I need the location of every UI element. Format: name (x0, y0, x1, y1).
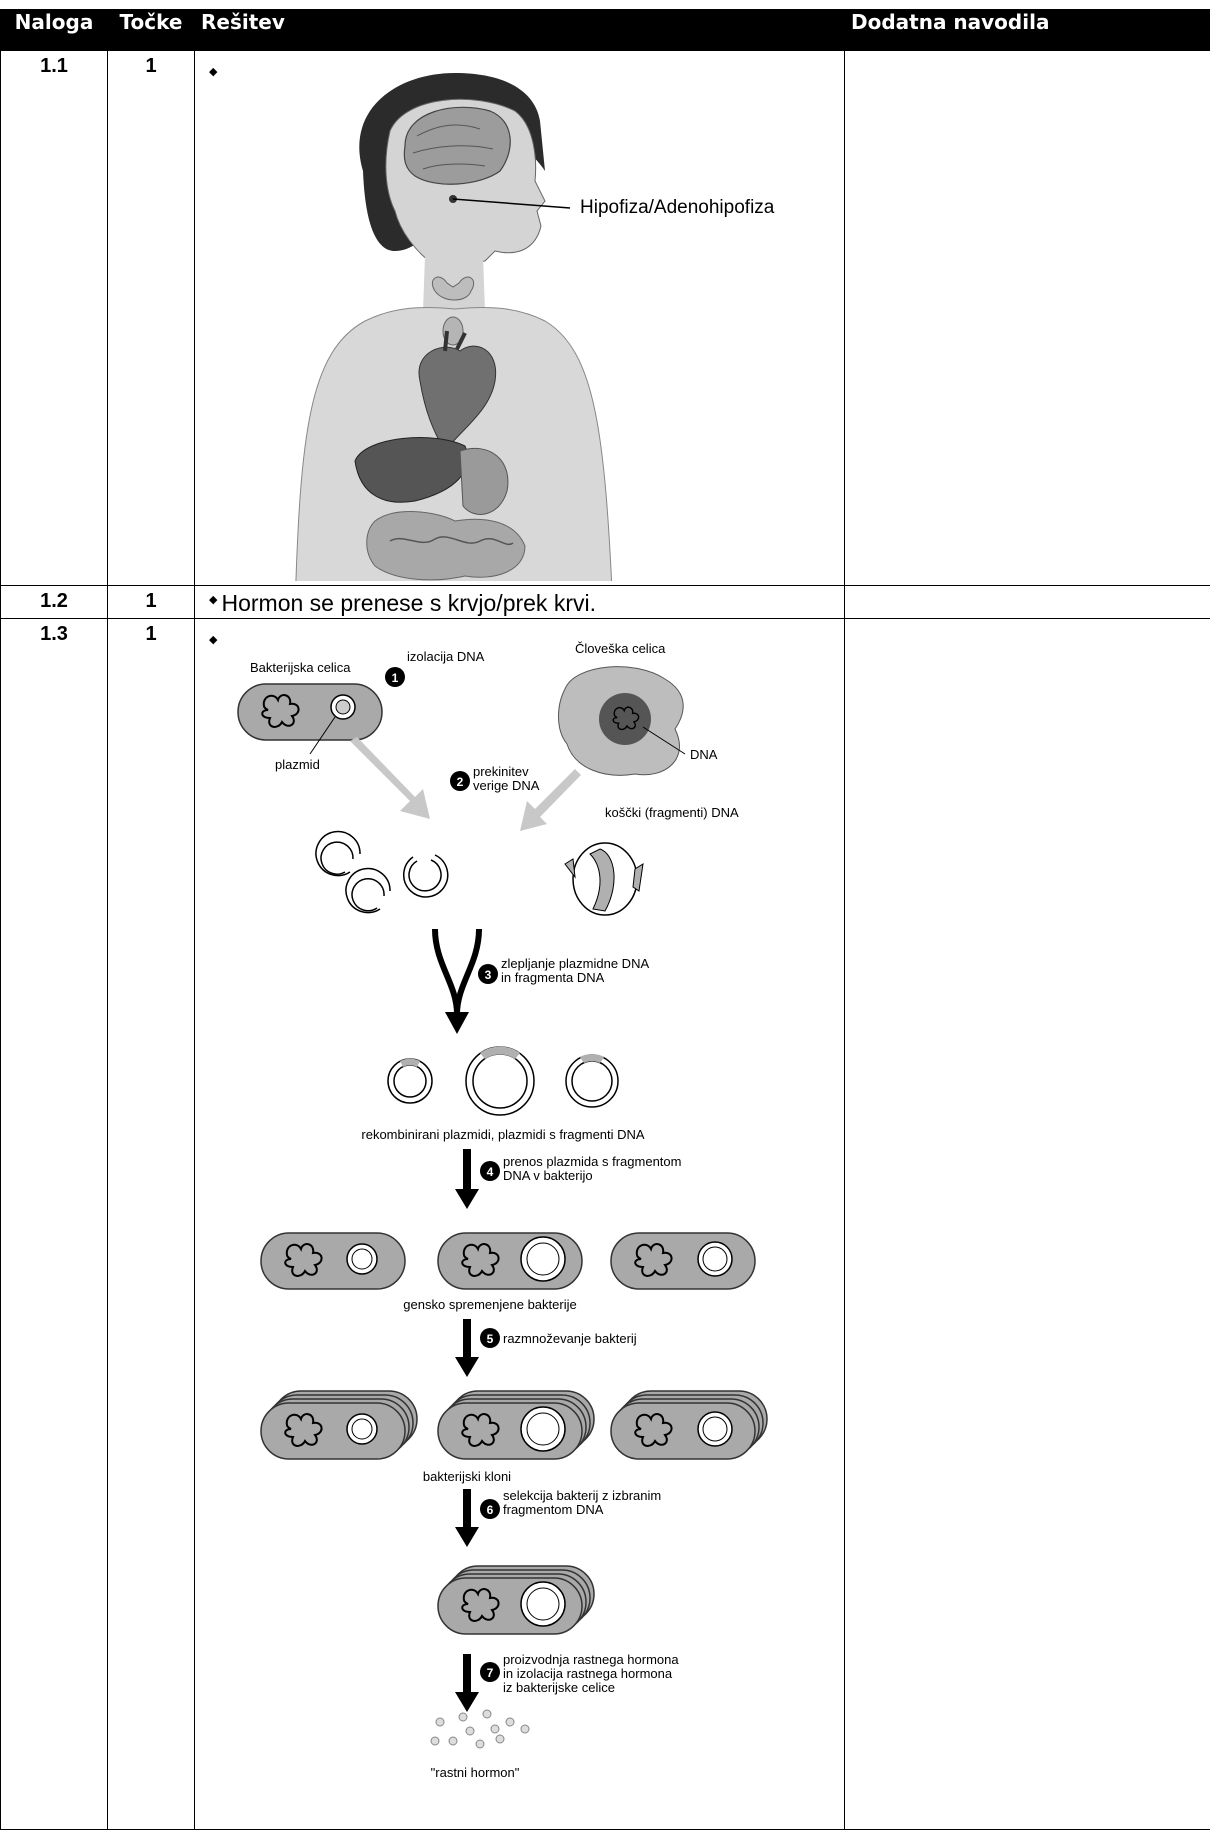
step-5-text: razmnoževanje bakterij (503, 1331, 637, 1346)
step-7-text-3: iz bakterijske celice (503, 1680, 615, 1695)
svg-text:7: 7 (487, 1666, 494, 1680)
svg-text:2: 2 (457, 775, 464, 789)
task-points: 1 (108, 51, 195, 586)
fragments-label: koščki (fragmenti) DNA (605, 805, 739, 820)
notes-cell (845, 51, 1210, 586)
step-4-text-1: prenos plazmida s fragmentom (503, 1154, 681, 1169)
modified-bacterium (261, 1233, 405, 1289)
step-7-text-2: in izolacija rastnega hormona (503, 1666, 673, 1681)
clones-label: bakterijski kloni (423, 1469, 511, 1484)
plasmid-label: plazmid (275, 757, 320, 772)
notes-cell (845, 586, 1210, 619)
task-number: 1.1 (1, 51, 108, 586)
header-solution: Rešitev (195, 10, 845, 51)
task-points: 1 (108, 586, 195, 619)
recombined-label: rekombinirani plazmidi, plazmidi s fragm… (361, 1127, 645, 1142)
step-6-text-2: fragmentom DNA (503, 1502, 604, 1517)
answer-value: Hormon se prenese s krvjo/prek krvi. (221, 590, 596, 616)
table-row: 1.2 1 ◆ Hormon se prenese s krvjo/prek kr… (1, 586, 1210, 619)
header-task: Naloga (1, 10, 108, 51)
answer-text: ◆ Hormon se prenese s krvjo/prek krvi. (209, 590, 596, 617)
step-2-text-2: verige DNA (473, 778, 540, 793)
pituitary-label: Hipofiza/Adenohipofiza (580, 197, 775, 218)
task-number: 1.3 (1, 619, 108, 1830)
step-7-text-1: proizvodnja rastnega hormona (503, 1652, 679, 1667)
header-points: Točke (108, 10, 195, 51)
step-3-text-1: zlepljanje plazmidne DNA (501, 956, 649, 971)
svg-text:1: 1 (392, 671, 399, 685)
step-2-text-1: prekinitev (473, 764, 529, 779)
table-row: 1.1 1 ◆ (1, 51, 1210, 586)
selected-clone (438, 1566, 594, 1634)
dna-label: DNA (690, 747, 718, 762)
task-number: 1.2 (1, 586, 108, 619)
bullet-icon: ◆ (209, 594, 217, 606)
body-illustration: Hipofiza/Adenohipofiza (195, 51, 845, 581)
step-4-text-2: DNA v bakterijo (503, 1168, 593, 1183)
step-1-text: izolacija DNA (407, 649, 485, 664)
notes-cell (845, 619, 1210, 1830)
svg-text:3: 3 (485, 968, 492, 982)
hormone-molecules (431, 1710, 529, 1748)
svg-text:4: 4 (487, 1165, 494, 1179)
arrow-icon (350, 737, 430, 819)
modified-bacterium (611, 1233, 755, 1289)
solution-table: Naloga Točke Rešitev Dodatna navodila 1.… (0, 9, 1210, 1830)
table-row: 1.3 1 ◆ Bakterijska celica Človeška celi… (1, 619, 1210, 1830)
header-notes: Dodatna navodila (845, 10, 1210, 51)
bacterial-clones (261, 1391, 767, 1459)
step-3-text-2: in fragmenta DNA (501, 970, 605, 985)
solution-cell: ◆ (195, 51, 845, 586)
svg-text:5: 5 (487, 1332, 494, 1346)
modified-bacteria-label: gensko spremenjene bakterije (403, 1297, 576, 1312)
growth-hormone-label: "rastni hormon" (431, 1765, 520, 1780)
solution-cell: ◆ Hormon se prenese s krvjo/prek krvi. (195, 586, 845, 619)
svg-text:6: 6 (487, 1503, 494, 1517)
step-6-text-1: selekcija bakterij z izbranim (503, 1488, 661, 1503)
solution-cell: ◆ Bakterijska celica Človeška celica pla… (195, 619, 845, 1830)
bacterial-cell (238, 684, 382, 740)
cloning-diagram: Bakterijska celica Človeška celica plazm… (195, 619, 845, 1824)
bacterial-cell-label: Bakterijska celica (250, 660, 351, 675)
task-points: 1 (108, 619, 195, 1830)
header-row: Naloga Točke Rešitev Dodatna navodila (1, 10, 1210, 51)
human-cell-label: Človeška celica (575, 641, 666, 656)
